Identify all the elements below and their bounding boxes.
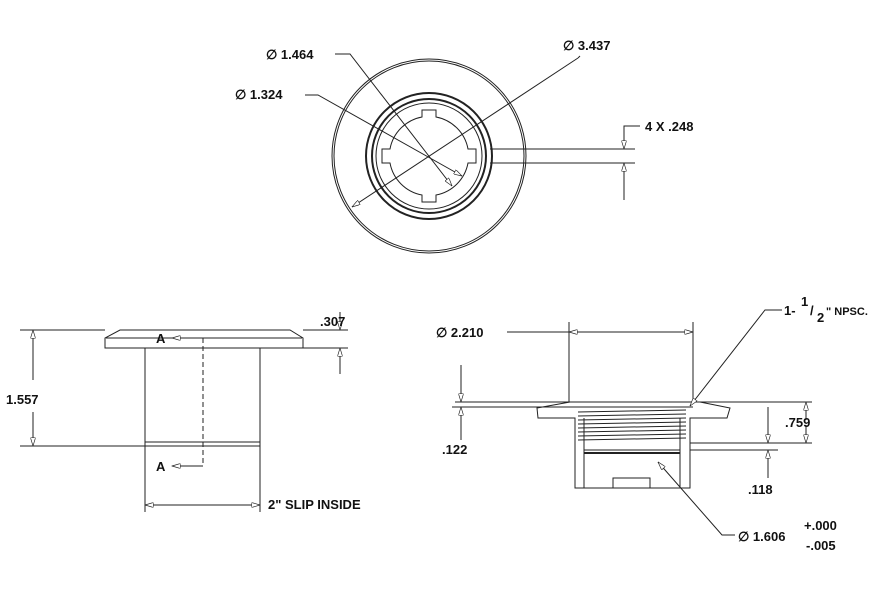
dim-slot-width: 4 X .248 <box>645 119 693 134</box>
thick-ring <box>365 92 493 220</box>
inner-ring <box>371 98 487 214</box>
svg-text:/: / <box>810 303 814 318</box>
svg-text:1: 1 <box>801 294 808 309</box>
dim-diameter-2210: ∅ 2.210 <box>436 325 483 340</box>
slip-label: 2" SLIP INSIDE <box>268 497 361 512</box>
dim-flange-thickness: .307 <box>320 314 345 329</box>
section-marker-bottom: A <box>156 459 166 474</box>
dim-bore-diameter: ∅ 1.606 <box>738 529 785 544</box>
outer-rim-inner <box>333 60 525 252</box>
bottom-tab <box>612 477 651 489</box>
section-view: ∅ 2.210 .122 .759 .118 1- <box>436 294 868 553</box>
svg-text:2: 2 <box>817 310 824 325</box>
dim-thread-length: .759 <box>785 415 810 430</box>
dim-flange-height: .122 <box>442 442 467 457</box>
dim-outer-diameter: ∅ 3.437 <box>563 38 610 53</box>
dim-diameter-1324: ∅ 1.324 <box>235 87 283 102</box>
section-marker-top: A <box>156 331 166 346</box>
thread-callout: 1- 1 / 2 " NPSC. <box>784 294 868 325</box>
dim-diameter-1464: ∅ 1.464 <box>266 47 314 62</box>
flange <box>104 329 304 349</box>
cross-opening <box>381 109 477 203</box>
tolerance-plus: +.000 <box>804 518 837 533</box>
tolerance-minus: -.005 <box>806 538 836 553</box>
dim-height: 1.557 <box>6 392 39 407</box>
side-view: 1.557 .307 A A 2" SLIP INSIDE <box>6 312 361 512</box>
svg-text:1-: 1- <box>784 303 796 318</box>
section-flange <box>536 401 731 489</box>
threads <box>577 409 687 441</box>
svg-text:" NPSC.: " NPSC. <box>826 306 868 318</box>
outer-rim <box>331 58 527 254</box>
inner-ring-2 <box>375 102 483 210</box>
top-view: ∅ 3.437 ∅ 1.464 ∅ 1.324 4 X .248 <box>235 38 693 254</box>
dim-step-height: .118 <box>748 482 773 497</box>
